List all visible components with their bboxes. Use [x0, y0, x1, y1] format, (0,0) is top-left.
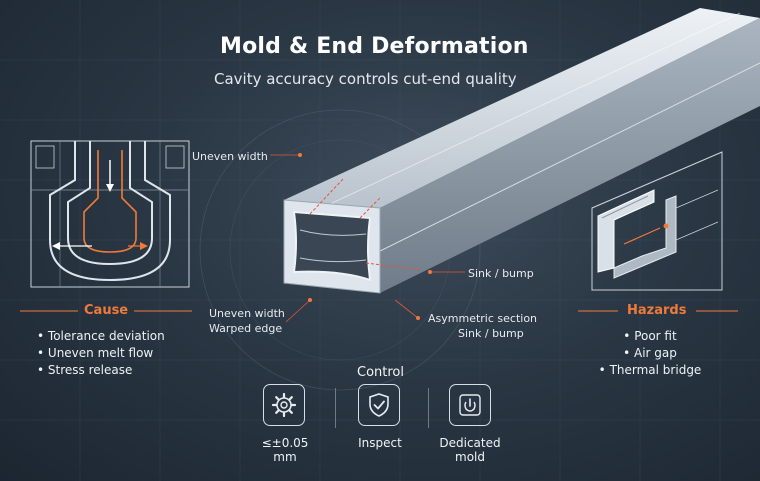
- cause-divider-lines: [20, 310, 192, 312]
- gear-icon: [271, 392, 297, 418]
- aluminum-profile-illustration: [283, 8, 760, 294]
- cause-item: Uneven melt flow: [37, 345, 165, 362]
- callout-sink-bump-bottom: Sink / bump: [458, 327, 524, 340]
- inspect-label: Inspect: [358, 436, 402, 450]
- hazards-divider-lines: [578, 310, 738, 312]
- tolerance-control: [263, 384, 305, 426]
- cause-heading: Cause: [84, 303, 129, 318]
- hazards-list: Poor fit Air gap Thermal bridge: [595, 328, 705, 379]
- callout-warped-edge: Warped edge: [209, 322, 283, 335]
- page-subtitle: Cavity accuracy controls cut-end quality: [214, 70, 517, 88]
- hazard-item: Thermal bridge: [595, 362, 705, 379]
- hazard-item: Air gap: [595, 345, 705, 362]
- control-divider: [428, 388, 429, 428]
- mold-cross-section-illustration: [30, 140, 190, 288]
- shield-check-icon: [369, 393, 389, 417]
- tolerance-label: ≤±0.05 mm: [261, 436, 309, 464]
- cause-item: Stress release: [37, 362, 165, 379]
- callout-uneven-width-bottom: Uneven width: [209, 307, 285, 320]
- dedicated-mold-label: Dedicated mold: [439, 436, 501, 464]
- hazards-heading: Hazards: [627, 303, 687, 318]
- inspect-control: [358, 384, 400, 426]
- page-title: Mold & End Deformation: [220, 34, 529, 59]
- control-heading: Control: [357, 365, 404, 380]
- control-divider: [335, 388, 336, 428]
- callout-uneven-width-top: Uneven width: [192, 150, 268, 163]
- mold-power-icon: [459, 394, 481, 416]
- dedicated-mold-control: [449, 384, 491, 426]
- installed-profile-illustration: [591, 151, 723, 291]
- cause-item: Tolerance deviation: [37, 328, 165, 345]
- hazard-item: Poor fit: [595, 328, 705, 345]
- cause-list: Tolerance deviation Uneven melt flow Str…: [37, 328, 165, 379]
- callout-sink-bump-right: Sink / bump: [468, 267, 534, 280]
- callout-asymmetric-section: Asymmetric section: [428, 312, 538, 325]
